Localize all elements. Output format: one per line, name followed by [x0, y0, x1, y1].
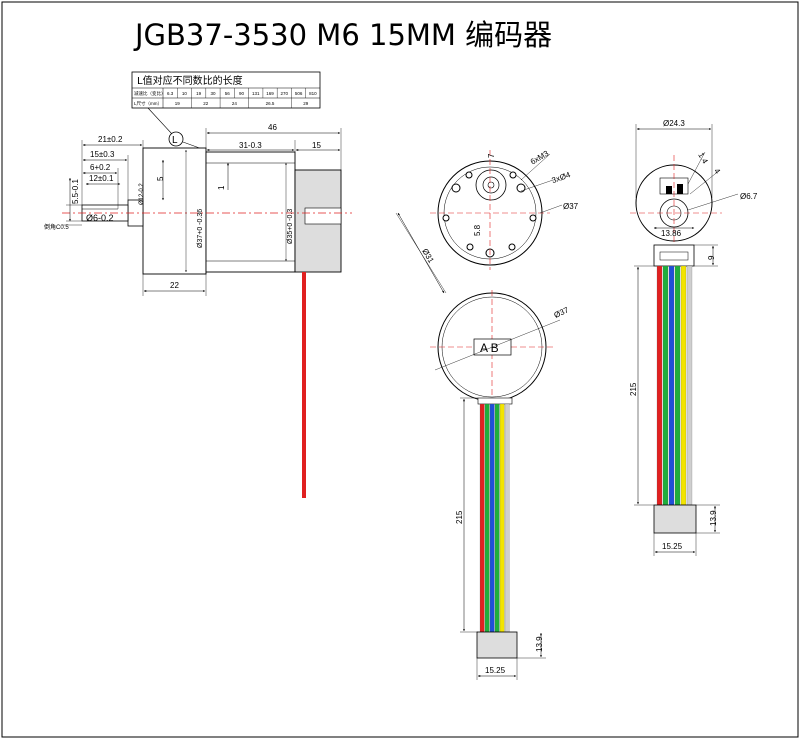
wire — [656, 265, 663, 506]
l-table-row2-label: L尺寸（mm） — [134, 100, 162, 107]
encoder-view: A B Ø37 215 13.9 15.25 — [430, 290, 571, 680]
right-four-label: 4 — [712, 167, 722, 176]
dim-flat: 6+0.2 — [90, 163, 111, 172]
dim-shaft-length: 21±0.2 — [98, 135, 123, 144]
wire — [489, 403, 495, 633]
dim-boss-dia: Ø12-0.2 — [139, 183, 145, 205]
l-callout-label: L — [172, 135, 178, 146]
front-screw-label: 6xM3 — [529, 149, 551, 167]
length-cell: 26.5 — [266, 101, 275, 106]
right-conn-width: 15.25 — [662, 542, 683, 551]
dim-overall: 46 — [268, 123, 277, 132]
right-14-label: 1.4 — [696, 151, 710, 166]
dim-bottom: 22 — [170, 281, 179, 290]
enc-conn-height: 13.9 — [535, 636, 544, 652]
ratio-cell: 30 — [210, 91, 216, 96]
ratio-cell: 90 — [239, 91, 245, 96]
dim-five: 5 — [156, 176, 165, 181]
dim-body-dia: Ø37+0 -0.36 — [197, 209, 204, 248]
l-table-heading: L值对应不同数比的长度 — [137, 74, 243, 87]
page-title: JGB37-3530 M6 15MM 编码器 — [135, 18, 553, 52]
wire — [686, 265, 693, 506]
wire — [668, 265, 675, 506]
wire — [484, 403, 490, 633]
right-width-label: 13.86 — [661, 229, 682, 238]
dim-one: 1 — [217, 185, 226, 190]
right-connector — [653, 504, 697, 534]
dim-enc-dia: Ø35+0 -0.3 — [287, 209, 294, 244]
front-dia-label: Ø37 — [563, 202, 579, 211]
length-cell: 24 — [232, 101, 238, 106]
wire — [680, 265, 687, 506]
side-view: 46 21±0.2 15±0.3 6+0.2 12±0.1 5 1 31-0.3… — [44, 123, 352, 498]
front-offset-label: 5.8 — [473, 224, 482, 236]
wire — [479, 403, 485, 633]
right-conn-height: 13.9 — [709, 510, 718, 526]
ratio-cell: 19 — [196, 91, 202, 96]
l-callout-circle — [168, 131, 184, 147]
wire — [499, 403, 505, 633]
length-cell: 22 — [203, 101, 209, 106]
dim-body: 31-0.3 — [239, 141, 262, 150]
wire — [494, 403, 500, 633]
right-dia-label: Ø24.3 — [663, 119, 685, 128]
ratio-cell: 810 — [309, 91, 317, 96]
enc-connector — [476, 631, 518, 659]
length-cell: 19 — [175, 101, 181, 106]
dim-shaft-dia: Ø6-0.2 — [86, 213, 114, 223]
enc-conn-width: 15.25 — [485, 666, 506, 675]
right-view: Ø24.3 1.4 4 Ø6.7 13.86 9 215 13.9 15.25 — [629, 119, 758, 556]
ab-label: A B — [480, 341, 499, 355]
front-holes-label: 3xØ4 — [551, 170, 573, 185]
enc-wire-bundle — [477, 397, 513, 405]
dim-flat-depth: 5.5-0.1 — [71, 179, 80, 204]
l-table-row1-label: 减速比（变比） — [134, 90, 166, 97]
dim-encoder: 15 — [312, 141, 321, 150]
front-view: Ø31 6xM3 3xØ4 Ø37 7 5.8 — [395, 149, 579, 294]
dim-key: 12±0.1 — [89, 174, 114, 183]
dim-boss: 15±0.3 — [90, 150, 115, 159]
front-seven-label: 7 — [487, 153, 496, 158]
wire — [504, 403, 510, 633]
ratio-cell: 56 — [225, 91, 231, 96]
encoder-dia-label: Ø37 — [553, 305, 571, 320]
dim-chamfer: 倒角C0.5 — [44, 223, 69, 231]
right-nine-label: 9 — [707, 255, 716, 260]
wire — [674, 265, 681, 506]
ratio-cell: 270 — [281, 91, 289, 96]
length-cell: 29 — [303, 101, 309, 106]
ratio-cell: 169 — [266, 91, 274, 96]
ratio-cell: 10 — [182, 91, 188, 96]
right-hole-label: Ø6.7 — [740, 192, 758, 201]
enc-wire-length: 215 — [455, 510, 464, 524]
ratio-cell: 6.3 — [167, 91, 174, 96]
right-wire-length: 215 — [629, 382, 638, 396]
ratio-cell: 506 — [295, 91, 303, 96]
wire-red — [302, 272, 306, 498]
wire — [662, 265, 669, 506]
ratio-cell: 131 — [252, 91, 260, 96]
